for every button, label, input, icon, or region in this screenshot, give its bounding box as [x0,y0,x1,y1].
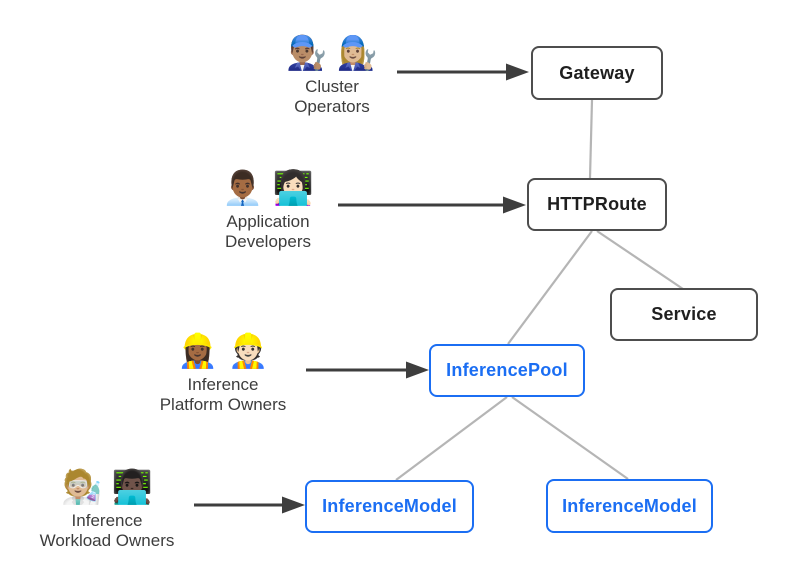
persona-label-line2: Platform Owners [159,395,287,414]
persona-application-developers: 👨🏾‍💼 👩🏻‍💻 Application Developers [158,167,378,252]
persona-label: Application Developers [158,212,378,252]
persona-label-line2: Developers [225,232,311,251]
gateway-node: Gateway [531,46,663,100]
persona-label-line1: Inference [187,375,259,394]
persona-label-line1: Application [226,212,310,231]
inferencemodel-right-node: InferenceModel [546,479,713,533]
persona-label: Inference Workload Owners [0,511,217,551]
inferencemodel-right-node-label: InferenceModel [562,495,697,516]
service-node-label: Service [651,304,717,324]
arrow-workload-owners-inferencemodel [194,496,305,514]
httproute-node-label: HTTPRoute [547,194,647,214]
persona-label-line1: Cluster [305,77,359,96]
arrow-application-developers-httproute [338,196,526,214]
persona-inference-platform-owners: 👷🏾‍♀️ 👷🏻 Inference Platform Owners [113,330,333,415]
developers-emoji-icon: 👨🏾‍💼 👩🏻‍💻 [222,169,314,206]
persona-label: Inference Platform Owners [113,375,333,415]
inferencepool-node: InferencePool [429,344,585,397]
httproute-node: HTTPRoute [527,178,667,231]
gateway-node-label: Gateway [559,62,635,83]
persona-label-line1: Inference [71,511,143,530]
connector-gateway-httproute [588,99,594,179]
connector-inferencepool-inferencemodel-left [395,396,508,481]
inferencepool-node-label: InferencePool [446,360,568,380]
persona-inference-workload-owners: 🧑🏼‍🔬 👨🏿‍💻 Inference Workload Owners [0,466,217,551]
construction-workers-emoji-icon: 👷🏾‍♀️ 👷🏻 [177,332,269,369]
persona-label-line2: Operators [294,97,370,116]
mechanics-emoji-icon: 👨🏽‍🔧 👩🏼‍🔧 [286,34,378,71]
persona-label: Cluster Operators [222,77,442,117]
inferencemodel-left-node-label: InferenceModel [322,496,457,516]
workload-owners-emoji-icon: 🧑🏼‍🔬 👨🏿‍💻 [61,468,153,505]
connector-inferencepool-inferencemodel-right [511,396,629,480]
service-node: Service [610,288,758,341]
connector-httproute-inferencepool [507,230,593,345]
connector-httproute-service [596,230,684,290]
arrow-cluster-operators-gateway [397,63,529,81]
arrow-platform-owners-inferencepool [306,361,429,379]
persona-cluster-operators: 👨🏽‍🔧 👩🏼‍🔧 Cluster Operators [222,32,442,117]
inferencemodel-left-node: InferenceModel [305,480,474,533]
persona-label-line2: Workload Owners [39,531,175,550]
